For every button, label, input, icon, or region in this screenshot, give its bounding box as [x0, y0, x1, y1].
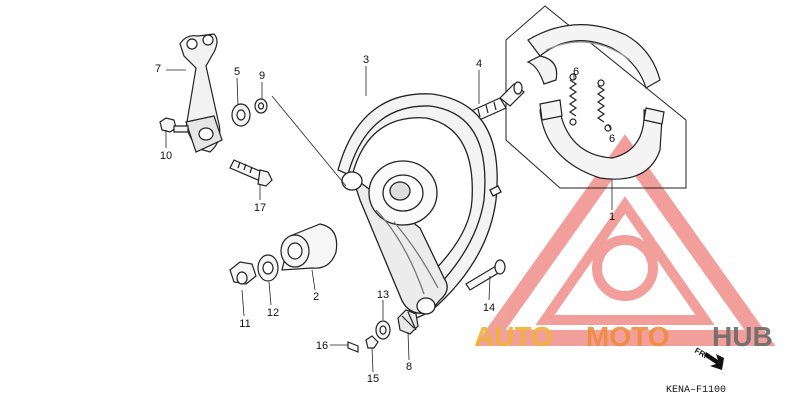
lower-brake-shoe — [539, 99, 665, 180]
callout-2: 2 — [313, 291, 319, 303]
callout-1: 1 — [609, 211, 615, 223]
part-2-spacer — [280, 223, 338, 271]
brake-shoe-box — [505, 5, 687, 189]
callout-6-lower: 6 — [609, 133, 615, 145]
callout-labels: 1 2 3 4 5 6 6 7 8 9 10 11 12 13 14 15 16… — [155, 54, 615, 385]
callout-15: 15 — [367, 373, 379, 385]
watermark-auto: AUTO — [474, 321, 553, 352]
part-11-nut — [229, 261, 257, 285]
callout-4: 4 — [476, 58, 482, 70]
callout-9: 9 — [259, 70, 265, 82]
watermark-hub: HUB — [712, 321, 773, 352]
callout-6-upper: 6 — [573, 66, 579, 78]
leader-lines — [165, 66, 613, 373]
watermark-logo: AUTO MOTO HUB — [474, 321, 773, 352]
upper-brake-shoe — [526, 24, 661, 89]
brake-spring-left — [568, 73, 578, 126]
watermark-moto: MOTO — [586, 321, 669, 352]
brake-panel — [337, 93, 502, 321]
callout-3: 3 — [363, 54, 369, 66]
brake-spring-right — [596, 79, 612, 132]
callout-16: 16 — [316, 340, 328, 352]
part-10-bolt — [159, 117, 189, 133]
callout-7: 7 — [155, 63, 161, 75]
callout-13: 13 — [377, 289, 389, 301]
drawing-code: KENA–F1100 — [666, 385, 726, 396]
part-8-indicator — [397, 309, 419, 335]
watermark-triangle — [474, 134, 776, 346]
callout-17: 17 — [254, 202, 266, 214]
callout-8: 8 — [406, 361, 412, 373]
callout-5: 5 — [234, 66, 240, 78]
part-15-clip — [365, 335, 379, 349]
callout-10: 10 — [160, 150, 172, 162]
callout-12: 12 — [267, 307, 279, 319]
part-16-pin — [347, 341, 359, 353]
part-13-washer — [375, 320, 391, 340]
part-5-washer — [231, 103, 251, 127]
part-17-bolt — [229, 159, 273, 187]
part-9-nut — [254, 98, 268, 114]
part-14-bolt — [465, 259, 506, 291]
callout-11: 11 — [239, 318, 250, 330]
part-12-washer — [257, 254, 279, 282]
callout-14: 14 — [483, 302, 495, 314]
brake-arm — [179, 33, 223, 153]
